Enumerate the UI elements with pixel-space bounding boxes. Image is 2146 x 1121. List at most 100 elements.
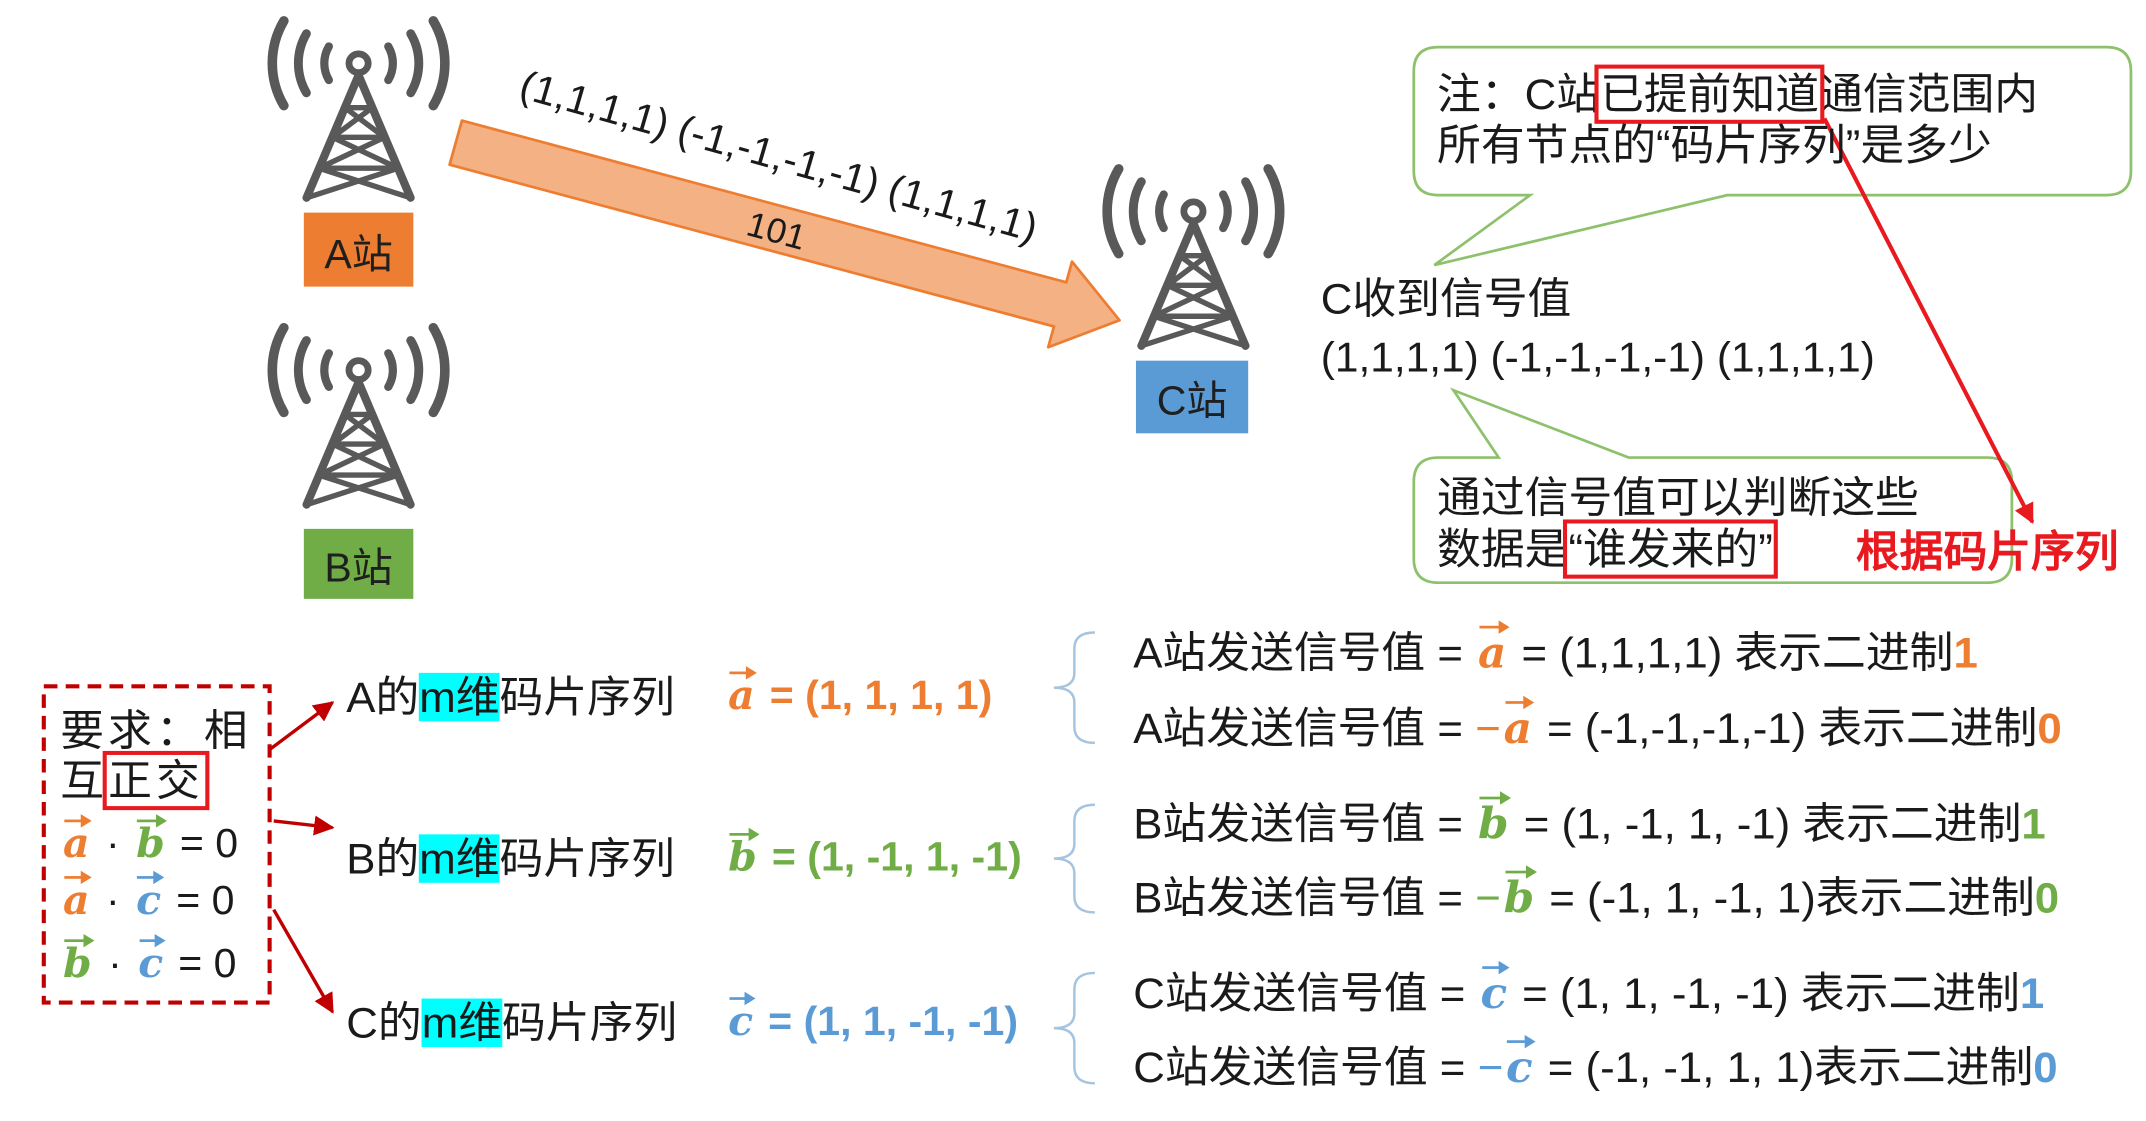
- requirement-line-2: 互正交: [60, 750, 210, 811]
- signal-line-c-0: C站发送信号值 =−c= (-1, -1, 1, 1)表示二进制0: [1133, 1034, 2058, 1097]
- equation-result: = 0: [176, 878, 235, 924]
- vector-b: b: [133, 814, 168, 865]
- judge-highlight: “谁发来的”: [1562, 519, 1779, 579]
- requirement-line-1: 要求：相: [60, 706, 252, 755]
- vector-b: b: [725, 827, 760, 878]
- note-suffix: 通信范围内: [1819, 69, 2039, 119]
- signal-vector: −b: [1475, 865, 1538, 922]
- chip-sequence-label-a: A的m维码片序列: [346, 667, 675, 726]
- signal-sign: −: [1475, 873, 1501, 922]
- signal-prefix: B站发送信号值 =: [1133, 873, 1463, 922]
- vector-c: c: [1478, 960, 1511, 1015]
- chip-label-prefix: C的: [346, 998, 422, 1047]
- note-line-2: 所有节点的“码片序列”是多少: [1437, 121, 1992, 170]
- vector-b: b: [1501, 865, 1538, 919]
- vector-c: c: [135, 933, 167, 985]
- signal-value: = (-1, 1, -1, 1)表示二进制: [1549, 873, 2035, 922]
- chip-label-prefix: A的: [346, 672, 420, 722]
- station-label-c: C站: [1135, 360, 1249, 434]
- chip-sequence-label-c: C的m维码片序列: [346, 993, 677, 1052]
- dot-operator: ·: [108, 942, 122, 987]
- chip-label-prefix: B的: [346, 834, 420, 883]
- chip-label-highlight: m维: [419, 672, 500, 722]
- vector-c: c: [725, 991, 757, 1043]
- chip-label-highlight: m维: [419, 834, 500, 883]
- chip-label-suffix: 码片序列: [499, 834, 675, 883]
- signal-bit: 0: [2034, 873, 2060, 922]
- vector-c: c: [1503, 1034, 1537, 1089]
- orthogonal-equation: a · b= 0: [60, 814, 239, 875]
- vector-b: b: [60, 933, 95, 985]
- connector-arrow-c: [272, 908, 335, 1014]
- brace-c: [1053, 971, 1095, 1085]
- vector-a: a: [1475, 620, 1509, 674]
- note-line-1: 注：C站已提前知道通信范围内: [1437, 64, 2039, 124]
- annotation-arrow: [1822, 117, 2035, 524]
- antenna-tower-icon-c: [1107, 169, 1280, 346]
- signal-prefix: A站发送信号值 =: [1133, 703, 1463, 753]
- orthogonal-equation: a·c= 0: [60, 870, 235, 931]
- vector-a: a: [60, 814, 93, 865]
- received-value: (1,1,1,1) (-1,-1,-1,-1) (1,1,1,1): [1320, 333, 1875, 381]
- signal-prefix: C站发送信号值 =: [1133, 968, 1466, 1018]
- signal-value: = (1, -1, 1, -1) 表示二进制: [1523, 799, 2022, 848]
- orthogonal-equation: b · c= 0: [60, 933, 237, 994]
- station-label-b: B站: [303, 528, 414, 599]
- connector-arrow-b: [273, 815, 335, 836]
- signal-vector: −c: [1477, 1034, 1537, 1092]
- judge-line-1: 通过信号值可以判断这些: [1437, 473, 1919, 523]
- received-label: C收到信号值: [1320, 274, 1572, 323]
- signal-vector: b: [1475, 791, 1512, 847]
- signal-bit: 1: [2019, 968, 2045, 1018]
- signal-value: = (-1, -1, 1, 1)表示二进制: [1547, 1042, 2034, 1092]
- chip-vector-value: = (1, 1, -1, -1): [768, 999, 1019, 1045]
- signal-bit: 0: [2033, 1042, 2058, 1092]
- chip-vector-value: = (1, -1, 1, -1): [771, 835, 1022, 881]
- chip-vector-c: c= (1, 1, -1, -1): [725, 991, 1019, 1052]
- chip-sequence-label-b: B的m维码片序列: [346, 829, 675, 888]
- signal-vector: −a: [1475, 695, 1535, 753]
- signal-line-b-1: B站发送信号值 =b= (1, -1, 1, -1) 表示二进制1: [1133, 791, 2046, 853]
- signal-prefix: C站发送信号值 =: [1133, 1042, 1466, 1092]
- chip-vector-a: a= (1, 1, 1, 1): [725, 666, 993, 726]
- transmission-arrow: [448, 119, 1121, 349]
- requirement-highlight: 正交: [102, 750, 210, 811]
- brace-a: [1053, 631, 1095, 745]
- dot-operator: ·: [106, 822, 120, 867]
- signal-prefix: A站发送信号值 =: [1133, 628, 1463, 677]
- signal-bit: 1: [2021, 799, 2046, 848]
- vector-a: a: [1501, 695, 1535, 750]
- chip-label-suffix: 码片序列: [499, 672, 675, 722]
- vector-a: a: [60, 870, 93, 921]
- antenna-tower-icon-a: [272, 21, 445, 198]
- signal-vector: a: [1475, 620, 1509, 676]
- vector-b: b: [1475, 791, 1512, 845]
- requirement-box: [41, 684, 272, 1005]
- judge-line-2: 数据是“谁发来的”: [1437, 519, 1779, 579]
- antenna-tower-icon-b: [272, 328, 445, 505]
- signal-bit: 0: [2037, 703, 2062, 753]
- note-highlight: 已提前知道: [1594, 64, 1825, 124]
- equation-result: = 0: [179, 822, 239, 867]
- signal-line-b-0: B站发送信号值 =−b= (-1, 1, -1, 1)表示二进制0: [1133, 865, 2060, 927]
- signal-bit: 1: [1953, 628, 1978, 677]
- signal-prefix: B站发送信号值 =: [1133, 799, 1463, 848]
- annotation-text: 根据码片序列: [1855, 527, 2119, 576]
- signal-sign: −: [1477, 1042, 1504, 1092]
- note-callout-bubble: [1412, 45, 2133, 267]
- chip-vector-value: = (1, 1, 1, 1): [769, 674, 993, 719]
- vector-a: a: [725, 666, 759, 717]
- station-label-a: A站: [303, 212, 414, 287]
- chip-vector-b: b= (1, -1, 1, -1): [725, 827, 1022, 888]
- signal-sign: −: [1475, 703, 1501, 753]
- note-prefix: 注：C站: [1437, 69, 1601, 119]
- signal-value: = (-1,-1,-1,-1) 表示二进制: [1547, 703, 2038, 753]
- equation-result: = 0: [178, 942, 237, 987]
- chip-label-suffix: 码片序列: [502, 998, 678, 1047]
- signal-line-a-1: A站发送信号值 =a= (1,1,1,1) 表示二进制1: [1133, 620, 1978, 682]
- vector-c: c: [133, 870, 165, 921]
- chip-label-highlight: m维: [421, 998, 503, 1047]
- judge-prefix: 数据是: [1437, 524, 1569, 574]
